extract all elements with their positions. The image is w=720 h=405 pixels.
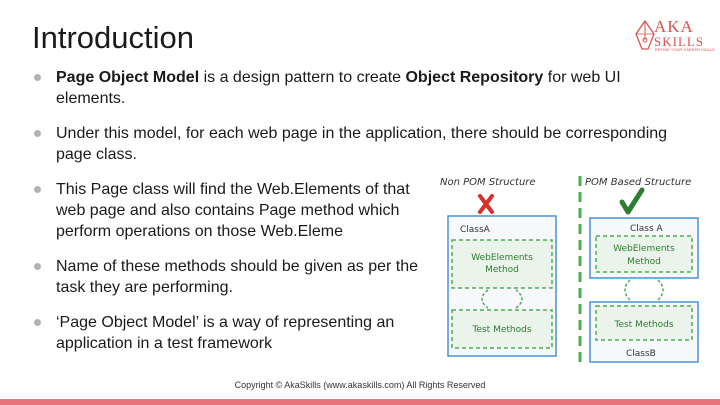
right-testmethods-box xyxy=(595,305,693,341)
bullet-text: is a design pattern to create xyxy=(199,69,406,86)
right-webelements-box xyxy=(595,235,693,273)
right-arrow-up xyxy=(657,279,664,301)
slide-title: Introduction xyxy=(32,20,194,55)
right-title: POM Based Structure xyxy=(585,177,691,188)
bullet-list: Page Object Model is a design pattern to… xyxy=(34,67,674,368)
left-webelements-label: WebElements xyxy=(471,253,533,263)
bullet-item: Name of these methods should be given as… xyxy=(34,256,436,298)
cross-icon xyxy=(478,194,494,214)
check-icon xyxy=(619,187,645,215)
pen-nib-icon xyxy=(635,20,655,50)
logo-line2: SKILLS xyxy=(654,34,705,49)
akaskills-logo: AKA SKILLS REFINE YOUR CAREER SKILLS xyxy=(634,17,715,58)
pom-diagram: Non POM Structure POM Based Structure Cl… xyxy=(440,176,699,368)
left-class-label: ClassA xyxy=(460,225,491,235)
right-arrow-down xyxy=(624,279,631,301)
bullet-text: Page Object Model xyxy=(56,69,200,86)
bullet-dot-icon xyxy=(34,74,41,81)
bottom-accent-bar xyxy=(0,399,720,405)
bullet-item: Page Object Model is a design pattern to… xyxy=(34,67,674,109)
left-method-label: Method xyxy=(485,265,519,275)
right-method-label: Method xyxy=(627,257,661,267)
bullet-text: Object Repository xyxy=(405,69,544,86)
copyright-footer: Copyright © AkaSkills (www.akaskills.com… xyxy=(234,380,486,390)
right-classa-label: Class A xyxy=(630,224,664,234)
left-testmethods-label: Test Methods xyxy=(471,325,531,335)
bullet-dot-icon xyxy=(34,186,41,193)
bullet-text: Name of these methods should be given as… xyxy=(56,258,418,296)
bullet-dot-icon xyxy=(34,319,41,326)
bullet-item: Under this model, for each web page in t… xyxy=(34,123,674,165)
left-testmethods-box xyxy=(451,309,553,349)
left-title: Non POM Structure xyxy=(440,177,536,188)
left-arrow-up xyxy=(515,289,523,309)
left-arrow-down xyxy=(481,289,489,309)
bullet-dot-icon xyxy=(34,263,41,270)
bullet-text: for web UI elements. xyxy=(56,69,621,107)
bullet-text: This Page class will find the Web.Elemen… xyxy=(56,181,410,240)
right-webelements-label: WebElements xyxy=(613,244,675,254)
right-classb-label: ClassB xyxy=(626,349,656,359)
bullet-item: ‘Page Object Model’ is a way of represen… xyxy=(34,312,436,354)
logo-tagline: REFINE YOUR CAREER SKILLS xyxy=(655,47,715,52)
left-webelements-box xyxy=(451,239,553,289)
bullet-text: ‘Page Object Model’ is a way of represen… xyxy=(56,314,395,352)
bullet-item: This Page class will find the Web.Elemen… xyxy=(34,179,436,242)
bullet-text: Under this model, for each web page in t… xyxy=(56,125,668,163)
bullet-dot-icon xyxy=(34,130,41,137)
logo-line1: AKA xyxy=(654,17,694,36)
right-testmethods-label: Test Methods xyxy=(613,320,673,330)
